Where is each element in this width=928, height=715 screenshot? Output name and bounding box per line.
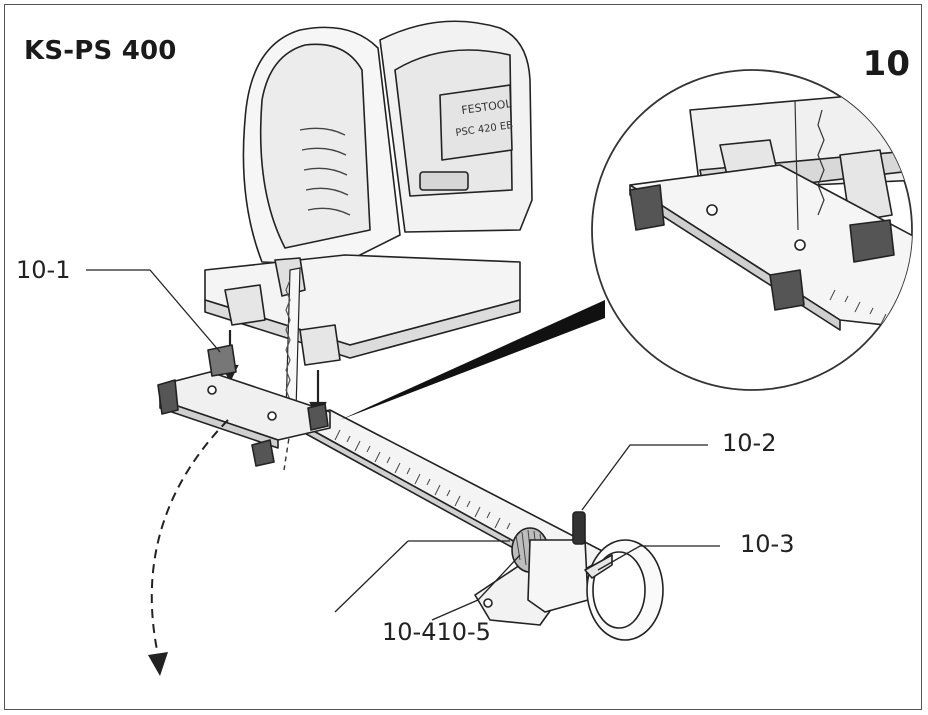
callout-10-4-10-5: 10-410-5 (382, 618, 491, 646)
jigsaw (204, 20, 533, 366)
callout-10-2: 10-2 (722, 429, 777, 457)
figure-number: 10 (862, 44, 910, 84)
zoom-wedge (340, 300, 605, 420)
detail-zoom (340, 69, 913, 420)
swing-arc (150, 419, 229, 656)
swing-arrowhead (148, 652, 168, 676)
callout-10-1: 10-1 (16, 256, 71, 284)
model-title: KS-PS 400 (24, 36, 177, 66)
callout-10-3: 10-3 (740, 530, 795, 558)
leader-lines (86, 269, 720, 621)
